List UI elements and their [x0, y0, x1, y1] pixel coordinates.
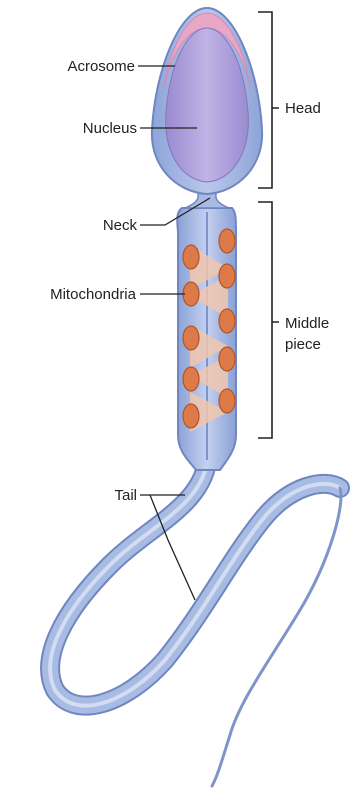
middle-piece-bracket	[258, 202, 279, 438]
mitochondrion	[219, 309, 235, 333]
head-bracket	[258, 12, 279, 188]
middle-piece-label-line2: piece	[285, 336, 321, 353]
mitochondria-label: Mitochondria	[50, 286, 137, 303]
mitochondrion	[219, 347, 235, 371]
mitochondrion	[183, 367, 199, 391]
neck-label: Neck	[103, 217, 138, 234]
tail-end-piece	[212, 488, 341, 786]
middle-piece	[177, 208, 236, 470]
tail-highlight	[50, 455, 340, 706]
mitochondrion	[219, 264, 235, 288]
tail	[50, 455, 341, 786]
middle-piece-label-line1: Middle	[285, 315, 329, 332]
mitochondrion	[183, 404, 199, 428]
head-label: Head	[285, 100, 321, 117]
mitochondrion	[183, 326, 199, 350]
head	[152, 8, 262, 194]
mitochondrion	[219, 229, 235, 253]
mitochondrion	[183, 245, 199, 269]
acrosome-label: Acrosome	[67, 58, 135, 75]
tail-label: Tail	[114, 487, 137, 504]
mitochondrion	[183, 282, 199, 306]
nucleus-label: Nucleus	[83, 120, 137, 137]
mitochondrion	[219, 389, 235, 413]
